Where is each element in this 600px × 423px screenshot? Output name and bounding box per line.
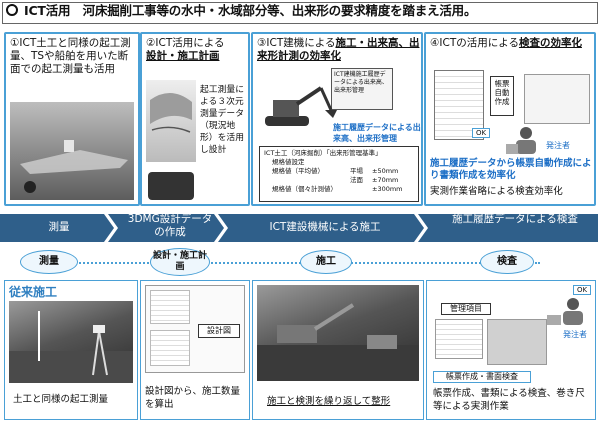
surveyor-icon (9, 311, 133, 383)
title-bar (2, 2, 598, 24)
survey-caption: 土工と同様の起工測量 (13, 394, 109, 405)
construction-caption: 施工と検測を繰り返して整形 (267, 396, 391, 407)
spec-rows: 規格値（平均値） 平場 ±50mm 法面 ±70mm 規格値（個々計測値） ±300mm (264, 167, 414, 194)
title-bullet-icon (6, 4, 18, 16)
lower-design-box: 設計図 設計図から、施工数量を算出 (140, 280, 250, 420)
survey-photo (10, 102, 134, 200)
inspection-body: 実測作業省略による検査効率化 (430, 186, 563, 197)
panel-design: ②ICT活用による 設計・施工計画 起工測量による３次元測量データ（現況地形）を… (140, 32, 250, 206)
spec-sub (350, 185, 372, 194)
spec-row: 規格値（平均値） 平場 ±50mm (264, 167, 414, 176)
stage-ict-construction: ICT建設機械による施工 (269, 221, 381, 233)
panel-design-title: ②ICT活用による 設計・施工計画 (146, 37, 225, 62)
spec-table: ICT土工（河床掘削）「出来形管理基準」 規格値設定 規格値（平均値） 平場 ±50… (259, 146, 419, 202)
panel-survey: ①ICT土工と同様の起工測量、TSや船舶を用いた断面での起工測量も活用 (4, 32, 140, 206)
oval-construction: 施工 (300, 250, 352, 274)
device-screen: ICT建機施工履歴データによる出来高、出来形管理 (331, 68, 393, 110)
stage-inspection: 施工履歴データによる検査 (452, 213, 578, 225)
paper-report-1 (435, 319, 483, 359)
drawing-sheet-2 (150, 330, 190, 366)
design-drawing: 設計図 (145, 285, 245, 373)
conventional-survey-photo (9, 301, 133, 383)
auto-report-label: 帳票自動作成 (490, 76, 514, 116)
page-title: ICT活用 河床掘削工事等の水中・水域部分等、出来形の要求精度を踏まえ活用。 (24, 3, 477, 18)
panel-construction: ③ICT建機による施工・出来高、出来形計測の効率化 ICT建機施工履歴データによ… (251, 32, 423, 206)
panel-construction-title: ③ICT建機による施工・出来高、出来形計測の効率化 (257, 37, 420, 62)
panel-inspection-title: ④ICTの活用による検査の効率化 (430, 37, 582, 49)
construction-site-icon (257, 303, 419, 381)
lower-construction-box: 施工と検測を繰り返して整形 (252, 280, 424, 420)
conventional-heading: 従来施工 (9, 285, 58, 299)
terrain-model-image (148, 172, 194, 200)
oval-survey: 測量 (20, 250, 78, 274)
process-band (0, 214, 598, 242)
design-caption: 設計図から、施工数量を算出 (145, 386, 241, 410)
oval-design: 設計・施工計画 (150, 248, 210, 276)
control-items-label: 管理項目 (441, 303, 491, 315)
spec-sub: 平場 (350, 167, 363, 175)
report-document-stack (524, 74, 590, 124)
survey-boat-icon (20, 140, 128, 193)
inspect-ok-badge: OK (573, 285, 591, 295)
excavator-icon (265, 86, 337, 126)
ok-badge: OK (472, 128, 490, 138)
inspector-icon (547, 298, 583, 325)
spec-item: 規格値（個々計測値） (272, 185, 337, 193)
stage-design-data: 3DMG設計データの作成 (127, 213, 213, 238)
inspect-person-label: 発注者 (563, 330, 587, 339)
spec-value: ±300mm (372, 185, 403, 193)
lower-inspection-box: 管理項目 OK 発注者 帳票作成・書面検査 帳票作成、書類による検査、巻き尺等に… (426, 280, 596, 420)
spec-sub: 法面 (350, 176, 363, 184)
oval-connector (40, 262, 540, 264)
lower-survey-box: 従来施工 土工と同様の起工測量 (4, 280, 138, 420)
inspector-label: 発注者 (546, 141, 570, 150)
design-drawing-label: 設計図 (198, 324, 240, 338)
panel-inspection: ④ICTの活用による検査の効率化 帳票自動作成 OK 発注者 施工履歴データから… (424, 32, 596, 206)
panel-survey-title: ①ICT土工と同様の起工測量、TSや船舶を用いた断面での起工測量も活用 (10, 37, 131, 75)
spec-heading: ICT土工（河床掘削）「出来形管理基準」 (264, 149, 382, 157)
spec-value: ±70mm (372, 176, 399, 184)
spec-item: 規格値（平均値） (272, 167, 324, 175)
inspect-caption: 帳票作成、書類による検査、巻き尺等による実測作業 (433, 388, 585, 412)
spec-subheading: 規格値設定 (272, 158, 305, 166)
spec-row: 法面 ±70mm (264, 176, 414, 185)
oval-inspection: 検査 (480, 250, 534, 274)
paper-report-stack (487, 319, 547, 365)
stage-survey: 測量 (48, 221, 70, 233)
conventional-construction-photo (257, 285, 419, 381)
drawing-sheet-1 (150, 290, 190, 324)
construction-callout: 施工履歴データによる出来高、出来形管理 (333, 123, 421, 143)
spec-item (272, 176, 350, 185)
spec-row: 規格値（個々計測値） ±300mm (264, 185, 414, 194)
inspection-blue-text: 施工履歴データから帳票自動作成により書類作成を効率化 (430, 158, 592, 181)
spec-value: ±50mm (372, 167, 399, 175)
panel-design-body: 起工測量による３次元測量データ（現況地形）を活用し設計 (200, 85, 244, 155)
terrain-3d-icon (150, 92, 192, 133)
inspect-tag: 帳票作成・書面検査 (433, 371, 531, 383)
design-surface-image (146, 80, 196, 162)
inspector-person-icon (506, 127, 536, 154)
